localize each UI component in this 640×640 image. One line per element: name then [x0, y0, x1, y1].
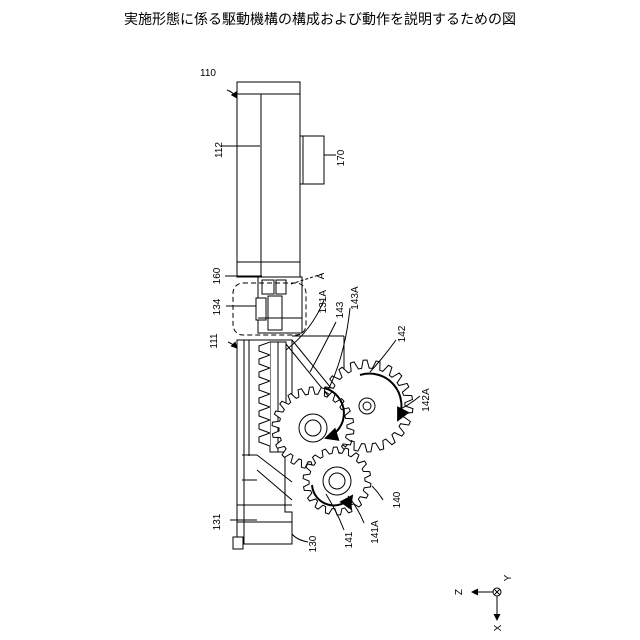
label-160: 160 [212, 267, 223, 284]
gear141-hub-1 [329, 473, 345, 489]
motor-body [237, 82, 300, 277]
label-131: 131 [212, 513, 223, 530]
label-134: 134 [212, 298, 223, 315]
label-141a: 141A [370, 520, 381, 544]
label-110: 110 [200, 68, 216, 79]
label-142: 142 [397, 325, 408, 342]
label-141: 141 [344, 531, 355, 548]
connector-block [300, 136, 324, 184]
axis-label-z: Z [454, 589, 465, 595]
label-130: 130 [308, 535, 319, 552]
label-a: A [316, 272, 327, 279]
label-112: 112 [214, 142, 225, 158]
label-142a: 142A [421, 388, 432, 412]
axis-label-y: Y [503, 574, 514, 581]
gear143-hub-1 [305, 420, 321, 436]
coupling-assembly [256, 277, 302, 333]
label-131a: 131A [318, 290, 329, 314]
axis-label-x: X [493, 624, 504, 631]
label-170: 170 [336, 149, 347, 166]
label-111: 111 [209, 333, 220, 349]
label-143a: 143A [350, 286, 361, 310]
axis-indicator [472, 588, 501, 620]
gear142-hub-1 [363, 402, 371, 410]
label-140: 140 [392, 491, 403, 508]
label-143: 143 [335, 301, 346, 318]
